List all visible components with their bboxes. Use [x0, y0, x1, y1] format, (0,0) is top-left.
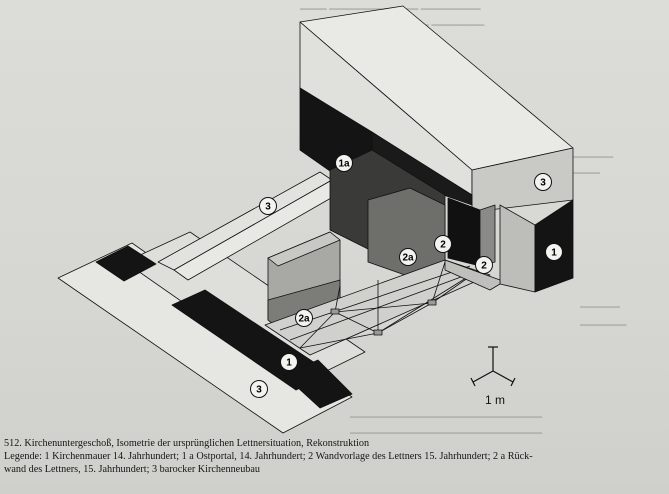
- label-2-marker-upper: 2: [434, 235, 452, 253]
- label-1a-marker: 1a: [335, 154, 353, 172]
- caption-title: 512. Kirchenuntergeschoß, Isometrie der …: [4, 438, 370, 449]
- label-3-marker-top: 3: [259, 197, 277, 215]
- svg-text:2: 2: [440, 240, 446, 251]
- show-through-text: ━━━━━━━━━━━━━━━━━━━━━━━━━━━━━: [350, 428, 543, 440]
- label-1-marker-lower: 1: [280, 353, 298, 371]
- label-1a-text: 1a: [338, 159, 350, 170]
- svg-text:3: 3: [540, 178, 546, 189]
- svg-text:2a: 2a: [402, 253, 414, 264]
- svg-text:1: 1: [286, 358, 292, 369]
- pilaster-gray: [479, 204, 496, 267]
- right-pillar-front: [499, 204, 536, 293]
- east-floor: [444, 259, 501, 291]
- caption-legend-line-2: wand des Lettners, 15. Jahrhundert; 3 ba…: [4, 464, 261, 475]
- svg-text:3: 3: [256, 385, 262, 396]
- svg-text:2: 2: [481, 261, 487, 272]
- label-2a-marker-upper: 2a: [399, 248, 417, 266]
- show-through-text: ━━━━━━━: [580, 320, 627, 332]
- label-3-marker-lower: 3: [250, 380, 268, 398]
- figure-caption: 512. Kirchenuntergeschoß, Isometrie der …: [4, 437, 664, 476]
- label-markers: 1a 3 3 1 2 2 2: [250, 154, 563, 398]
- church-wall-end-black: [283, 359, 353, 409]
- label-1-marker-right: 1: [545, 243, 563, 261]
- pilaster-black: [447, 197, 481, 267]
- svg-text:1: 1: [551, 248, 557, 259]
- label-2a-marker-lower: 2a: [295, 309, 313, 327]
- scale-axes: [470, 346, 516, 387]
- church-wall-left-black: [95, 245, 157, 282]
- caption-legend-line-1: Legende: 1 Kirchenmauer 14. Jahrhundert;…: [4, 451, 533, 462]
- label-2-marker-lower: 2: [475, 256, 493, 274]
- show-through-text: ━━━━━━━━━━━━━━━━━━━━━━━━━━━━━: [350, 412, 543, 424]
- svg-text:3: 3: [265, 202, 271, 213]
- scale-label: 1 m: [485, 393, 506, 407]
- baroque-floor-strip: [57, 242, 353, 434]
- lettner-back-wall-top: [267, 231, 341, 267]
- show-through-text: ━━━━━━: [580, 302, 620, 314]
- label-3-marker-right: 3: [534, 173, 552, 191]
- svg-text:2a: 2a: [298, 314, 310, 325]
